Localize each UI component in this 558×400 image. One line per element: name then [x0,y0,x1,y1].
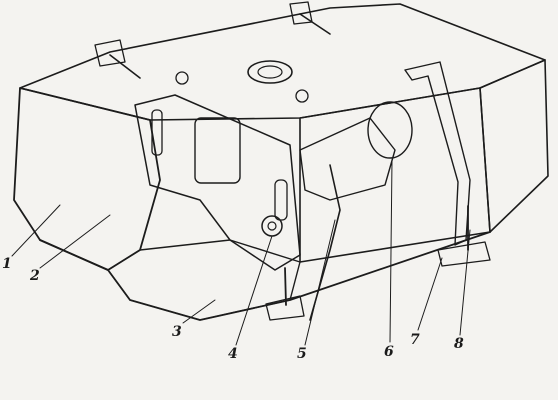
sensor-cap [367,101,413,159]
drain-fitting-inner [267,221,277,231]
tank-right-side [479,59,549,233]
bracket-top-center [289,1,331,35]
callout-5: 5 [297,346,307,362]
mounting-strap [404,61,471,246]
callout-6: 6 [384,344,394,360]
bracket-bottom-center [265,267,305,321]
callout-1: 1 [2,256,12,272]
tank-front-face [299,87,491,263]
filler-neck [247,60,293,84]
filler-neck-inner [257,65,283,79]
baffle-window [194,117,241,184]
top-fitting-2 [295,89,309,103]
tank-end-opening [13,87,161,271]
callout-4: 4 [228,346,238,362]
baffle-plate [134,94,301,271]
baffle-slot-1 [151,109,163,156]
drain-fitting [261,215,283,237]
callout-8: 8 [454,336,464,352]
callout-2: 2 [29,268,40,284]
baffle-slot-2 [274,179,288,221]
callout-7: 7 [410,332,420,348]
callout-3: 3 [172,324,182,340]
bracket-top-left [94,39,141,79]
sensor-housing [299,117,396,201]
leader-lines [11,159,471,346]
tank-bottom-edge [39,231,491,321]
sensor-arm [309,164,341,321]
top-fitting-1 [175,71,189,85]
